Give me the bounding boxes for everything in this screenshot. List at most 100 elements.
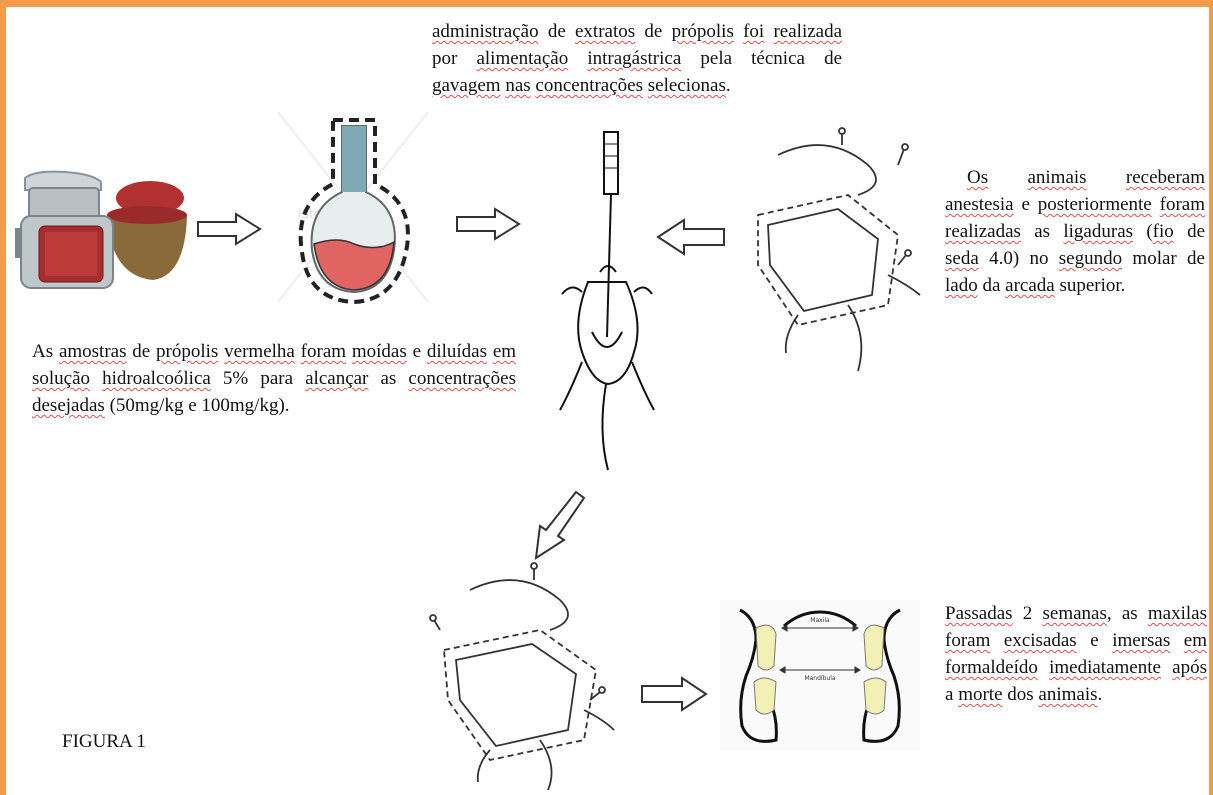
underlined-word: administração (432, 21, 539, 42)
underlined-word: foram (301, 341, 346, 362)
text-run: 2 (1013, 603, 1043, 624)
underlined-word: selecionas (648, 75, 726, 96)
teeth-diagram-icon: Maxila Mandíbula (720, 600, 920, 750)
text-run: a (945, 684, 958, 705)
down-left-arrow-icon (530, 490, 586, 560)
ligated-rat-icon (738, 135, 928, 375)
excision-description: Passadas 2 semanas, as maxilas foram exc… (945, 600, 1207, 708)
text-run: As (32, 341, 59, 362)
text-run: superior. (1055, 275, 1126, 296)
text-run: 5% para (211, 368, 305, 389)
text-run: ( (1133, 221, 1153, 242)
propolis-jar-icon (15, 168, 185, 298)
text-run: . (726, 75, 731, 96)
underlined-word: diluídas (427, 341, 487, 362)
text-run (1170, 630, 1184, 651)
underlined-word: hidroalcoólica (102, 368, 211, 389)
underlined-word: concentrações (408, 368, 516, 389)
rat-icon (560, 266, 654, 470)
text-run: (50mg/kg e 100mg/kg). (105, 395, 290, 416)
text-run (1152, 194, 1160, 215)
text-run: por (432, 48, 476, 69)
underlined-word: gavagem (432, 75, 501, 96)
gavage-rat-icon (552, 132, 662, 477)
underlined-word: arcada (1005, 275, 1055, 296)
underlined-word: receberam (1126, 167, 1205, 188)
underlined-word: vermelha (224, 341, 295, 362)
underlined-word: imersas (1112, 630, 1170, 651)
underlined-word: posteriormente (1038, 194, 1152, 215)
ligated-rat-icon (430, 570, 630, 792)
underlined-word: extratos (575, 21, 635, 42)
underlined-word: ligaduras (1063, 221, 1133, 242)
underlined-word: solução (32, 368, 90, 389)
underlined-word: em (1184, 630, 1207, 651)
propolis-preparation-description: As amostras de própolis vermelha foram m… (32, 338, 516, 419)
underlined-word: após (1172, 657, 1207, 678)
underlined-word: intragástrica (587, 48, 681, 69)
text-run: da (978, 275, 1005, 296)
text-run: . (1098, 684, 1103, 705)
syringe-icon (604, 132, 618, 337)
flask-icon: iStock (278, 112, 428, 312)
text-run: e (1014, 194, 1038, 215)
text-run (988, 167, 1027, 188)
text-run: as (368, 368, 408, 389)
right-arrow-icon (455, 207, 521, 241)
text-run: dos (1003, 684, 1039, 705)
text-run (90, 368, 102, 389)
underlined-word: foi (743, 21, 764, 42)
underlined-word: amostras (59, 341, 127, 362)
underlined-word: alcançar (305, 368, 368, 389)
underlined-word: moídas (352, 341, 407, 362)
underlined-word: formaldeído (945, 657, 1038, 678)
underlined-word: fio (1153, 221, 1174, 242)
figure-label: FIGURA 1 (62, 731, 146, 753)
underlined-word: excisadas (1004, 630, 1077, 651)
underlined-word: lado (945, 275, 978, 296)
underlined-word: animais (1038, 684, 1097, 705)
right-arrow-icon (196, 212, 262, 246)
text-run (1087, 167, 1126, 188)
underlined-word: segundo (1059, 248, 1122, 269)
underlined-word: alimentação (476, 48, 568, 69)
text-run: de (1174, 221, 1205, 242)
text-run: de (126, 341, 156, 362)
left-arrow-icon (656, 218, 726, 256)
underlined-word: própolis (672, 21, 734, 42)
bowl-icon (107, 181, 187, 280)
text-run: pela técnica de (681, 48, 842, 69)
text-run (734, 21, 743, 42)
text-run: de (539, 21, 575, 42)
underlined-word: foram (1160, 194, 1205, 215)
right-arrow-icon (640, 676, 708, 712)
text-run (990, 630, 1004, 651)
underlined-word: em (493, 341, 516, 362)
underlined-word: nas (505, 75, 530, 96)
mandible-label: Mandíbula (804, 675, 835, 682)
underlined-word: própolis (156, 341, 218, 362)
underlined-word: realizada (773, 21, 842, 42)
anesthesia-description: Os animais receberam anestesia e posteri… (945, 164, 1205, 299)
underlined-word: animais (1027, 167, 1086, 188)
text-run: molar de (1122, 248, 1205, 269)
underlined-word: Passadas (945, 603, 1013, 624)
text-run: e (407, 341, 427, 362)
underlined-word: anestesia (945, 194, 1014, 215)
underlined-word: semanas (1043, 603, 1107, 624)
text-run (1161, 657, 1172, 678)
text-run (568, 48, 587, 69)
underlined-word: Os (967, 167, 988, 188)
underlined-word: morte (958, 684, 1002, 705)
underlined-word: desejadas (32, 395, 105, 416)
underlined-word: imediatamente (1049, 657, 1161, 678)
text-run: , as (1107, 603, 1148, 624)
jar-icon (15, 172, 113, 288)
text-run: e (1077, 630, 1113, 651)
text-run: 4.0) no (979, 248, 1059, 269)
text-run: de (635, 21, 671, 42)
maxilla-label: Maxila (810, 617, 830, 624)
gavage-description: administração de extratos de própolis fo… (432, 18, 842, 99)
underlined-word: concentrações (535, 75, 643, 96)
underlined-word: seda (945, 248, 979, 269)
